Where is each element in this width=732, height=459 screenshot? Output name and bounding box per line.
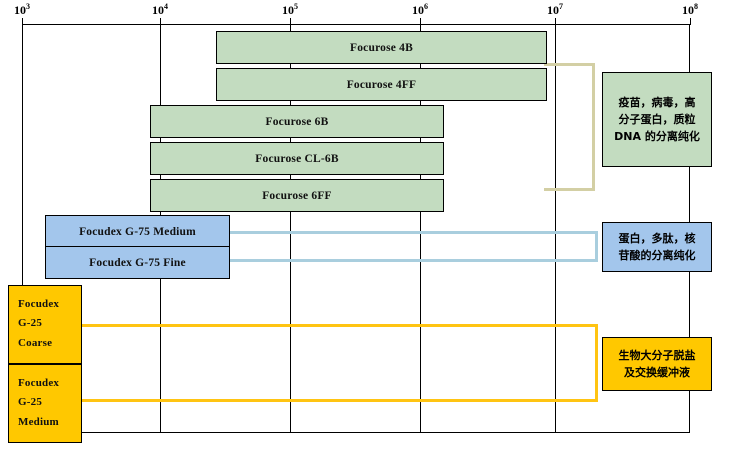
callout-g75-applications: 蛋白，多肽，核 苷酸的分离纯化 bbox=[602, 222, 712, 272]
x-tick-exp-1e4: 4 bbox=[164, 2, 168, 11]
x-axis-line bbox=[22, 24, 690, 25]
x-tick-exp-1e6: 6 bbox=[424, 2, 428, 11]
x-tick-mark-1e5 bbox=[290, 18, 291, 25]
bar-label-focudex-g25-medium-line3: Medium bbox=[18, 415, 59, 428]
x-tick-label-1e6: 106 bbox=[412, 2, 428, 17]
bar-focurose-4b[interactable]: Focurose 4B bbox=[216, 31, 547, 64]
callout-g75-line1: 蛋白，多肽，核 bbox=[618, 231, 696, 245]
x-tick-label-1e4: 104 bbox=[152, 2, 168, 17]
x-tick-label-1e3: 103 bbox=[14, 2, 30, 17]
x-tick-mark-1e7 bbox=[555, 18, 556, 25]
bar-label-focudex-g25-medium-line1: Focudex bbox=[18, 377, 60, 389]
gridline-1e6 bbox=[420, 24, 421, 433]
bar-label-focurose-6ff: Focurose 6FF bbox=[262, 189, 332, 202]
bar-focurose-4ff[interactable]: Focurose 4FF bbox=[216, 68, 547, 101]
bar-focurose-cl-6b[interactable]: Focurose CL-6B bbox=[150, 142, 444, 175]
bar-label-focurose-cl-6b: Focurose CL-6B bbox=[255, 152, 339, 165]
gridline-1e7 bbox=[555, 24, 556, 433]
x-tick-label-1e8: 108 bbox=[682, 2, 698, 17]
x-tick-exp-1e8: 8 bbox=[694, 2, 698, 11]
bar-label-focudex-g25-coarse-line1: Focudex bbox=[18, 298, 60, 310]
bar-label-focudex-g75-fine: Focudex G-75 Fine bbox=[89, 256, 186, 269]
x-tick-mark-1e8 bbox=[690, 18, 691, 25]
x-tick-exp-1e5: 5 bbox=[294, 2, 298, 11]
x-tick-mark-1e3 bbox=[22, 18, 23, 25]
x-tick-mark-1e4 bbox=[160, 18, 161, 25]
bar-focudex-g25-coarse[interactable]: Focudex G-25 Coarse bbox=[8, 285, 82, 364]
bar-label-focurose-4b: Focurose 4B bbox=[350, 41, 413, 54]
x-tick-mark-1e6 bbox=[420, 18, 421, 25]
callout-g25-line1: 生物大分子脱盐 bbox=[618, 348, 696, 362]
bar-focudex-g75-medium[interactable]: Focudex G-75 Medium bbox=[45, 215, 230, 248]
callout-agarose-line3: DNA 的分离纯化 bbox=[614, 130, 700, 144]
bar-label-focudex-g25-coarse-line3: Coarse bbox=[18, 336, 53, 349]
connector-agarose-bracket bbox=[544, 63, 595, 191]
x-tick-exp-1e3: 3 bbox=[26, 2, 30, 11]
x-tick-label-1e7: 107 bbox=[547, 2, 563, 17]
bar-focudex-g75-fine[interactable]: Focudex G-75 Fine bbox=[45, 246, 230, 279]
x-tick-label-1e5: 105 bbox=[282, 2, 298, 17]
bar-focurose-6b[interactable]: Focurose 6B bbox=[150, 105, 444, 138]
callout-agarose-applications: 疫苗，病毒，高 分子蛋白，质粒 DNA 的分离纯化 bbox=[602, 72, 712, 167]
callout-g25-line2: 及交换缓冲液 bbox=[624, 366, 690, 379]
bar-label-focudex-g75-medium: Focudex G-75 Medium bbox=[79, 225, 196, 238]
connector-g25-bracket bbox=[80, 324, 598, 402]
bar-label-focurose-6b: Focurose 6B bbox=[265, 115, 329, 128]
bar-label-focudex-g25-coarse-line2: G-25 bbox=[18, 317, 43, 330]
bar-focudex-g25-medium[interactable]: Focudex G-25 Medium bbox=[8, 364, 82, 443]
gridline-1e5 bbox=[290, 24, 291, 433]
callout-g75-line2: 苷酸的分离纯化 bbox=[618, 249, 696, 262]
callout-agarose-line1: 疫苗，病毒，高 bbox=[618, 95, 696, 109]
bar-focurose-6ff[interactable]: Focurose 6FF bbox=[150, 179, 444, 212]
callout-g25-applications: 生物大分子脱盐 及交换缓冲液 bbox=[602, 337, 712, 391]
callout-agarose-line2: 分子蛋白，质粒 bbox=[618, 112, 696, 126]
bar-label-focurose-4ff: Focurose 4FF bbox=[346, 78, 417, 91]
connector-g75-bracket bbox=[228, 231, 598, 262]
x-tick-exp-1e7: 7 bbox=[559, 2, 563, 11]
bar-label-focudex-g25-medium-line2: G-25 bbox=[18, 396, 43, 409]
